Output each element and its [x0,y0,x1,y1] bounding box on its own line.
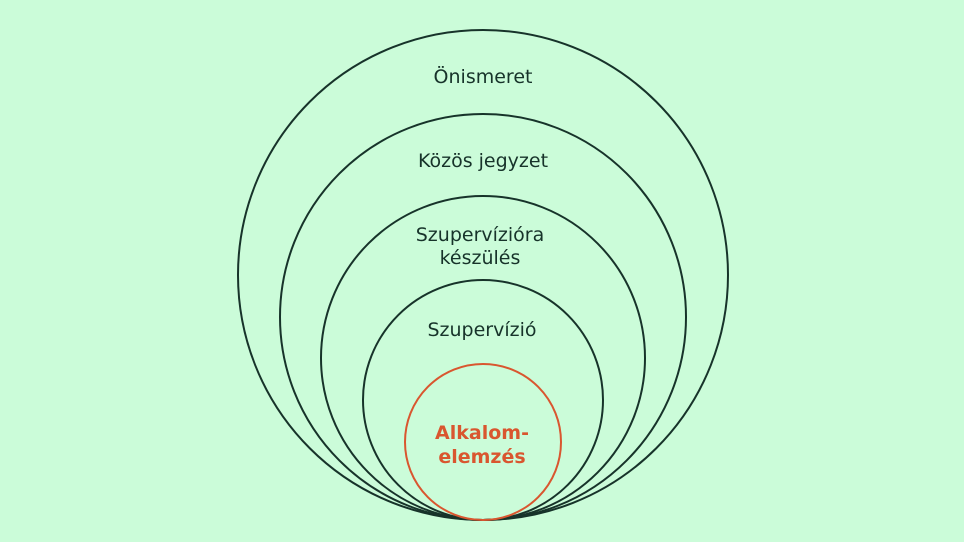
label-core-line2: elemzés [438,446,525,468]
label-onismeret: Önismeret [434,65,533,88]
label-szupervíziora-line2: készülés [440,247,521,269]
label-szupervíziora-line1: Szupervízióra [416,224,545,246]
label-kozos-jegyzet: Közös jegyzet [418,150,548,172]
label-core-line1: Alkalom- [435,422,529,444]
ring-szupervizio [362,279,604,521]
label-szupervizio: Szupervízió [427,319,536,341]
core-circle-alkalomelemzes [404,363,562,521]
